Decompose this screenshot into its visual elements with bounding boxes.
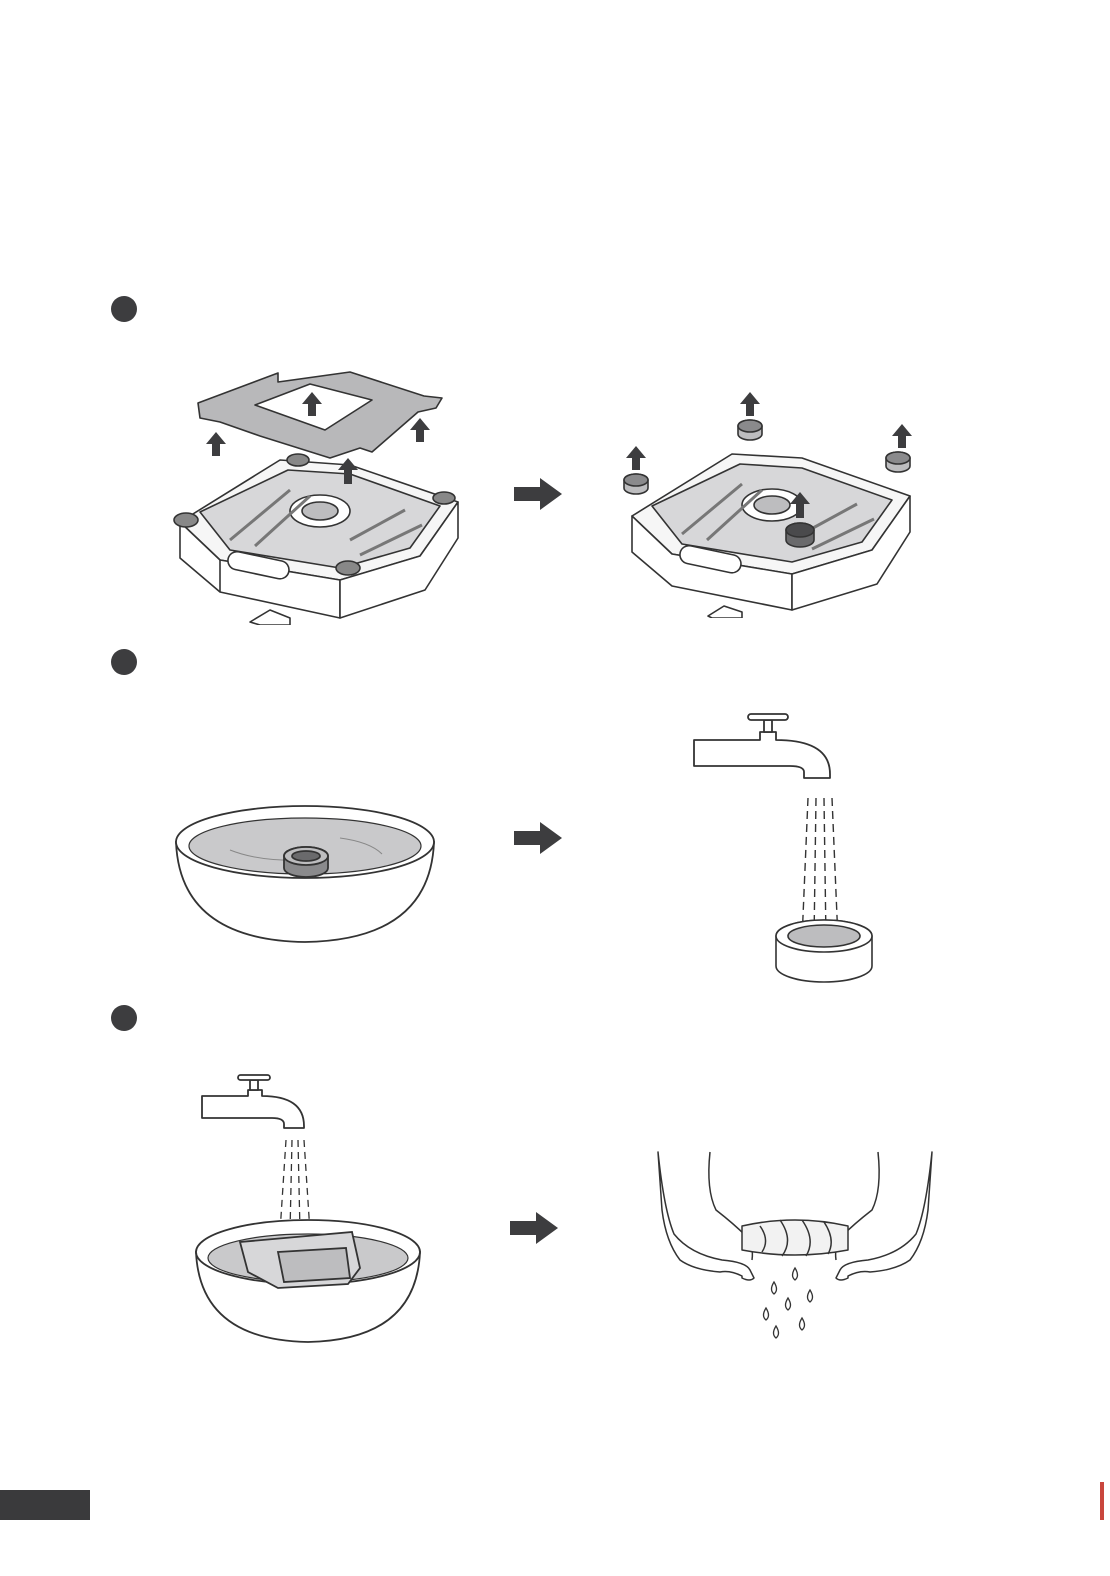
wheel (776, 920, 872, 982)
step-1-marker (111, 296, 137, 322)
faucet-icon (202, 1090, 304, 1128)
wheel-rinsing-illustration (690, 710, 880, 990)
water-drops (764, 1268, 813, 1338)
wheel-removal-illustration (612, 388, 932, 618)
water-stream (280, 1140, 310, 1232)
pad-wringing-illustration (650, 1150, 940, 1340)
robot-frame-removal-illustration (160, 360, 480, 625)
footer-page-tab (0, 1490, 90, 1520)
water-stream (802, 798, 838, 940)
edge-accent-mark (1100, 1482, 1104, 1520)
next-step-arrow-icon (510, 1212, 560, 1244)
step-2-marker (111, 649, 137, 675)
faucet-icon (694, 732, 830, 778)
up-arrow-icon (410, 418, 430, 442)
next-step-arrow-icon (514, 478, 564, 510)
twisted-pad (742, 1220, 848, 1255)
up-arrow-icon (892, 424, 912, 448)
right-hand (836, 1152, 932, 1280)
step-3-marker (111, 1005, 137, 1031)
up-arrow-icon (740, 392, 760, 416)
left-hand (658, 1152, 754, 1280)
up-arrow-icon (206, 432, 226, 456)
next-step-arrow-icon (514, 822, 564, 854)
up-arrow-icon (626, 446, 646, 470)
wheel-soaking-bowl-illustration (170, 800, 440, 945)
pad-washing-illustration (188, 1072, 428, 1344)
